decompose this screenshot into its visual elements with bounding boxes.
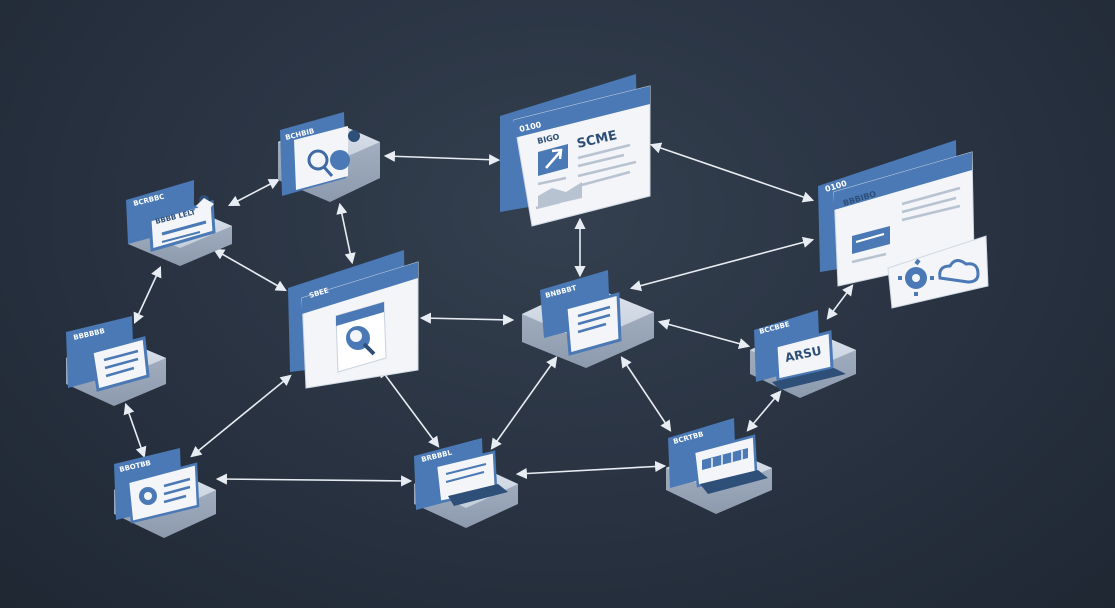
gear-cloud-icon	[898, 258, 980, 296]
node-left-mid[interactable]: BBBBBB	[66, 316, 166, 406]
connector	[133, 265, 162, 325]
node-right-mid[interactable]: BCCBBE ARSU	[750, 310, 856, 398]
connector	[228, 178, 280, 207]
connector	[378, 366, 440, 448]
search-person-icon	[307, 130, 360, 177]
connector	[515, 460, 667, 480]
connector	[490, 356, 558, 450]
text-lines	[851, 186, 961, 264]
node-top-center[interactable]: 0100 BIGO SCME	[500, 74, 651, 227]
connector	[649, 142, 815, 203]
connector	[383, 150, 501, 166]
document-icon	[126, 462, 200, 524]
connector	[419, 312, 515, 326]
magnifier-icon	[346, 326, 376, 356]
arrow-up-right-icon	[538, 144, 568, 176]
node-center[interactable]: BNBBBT	[522, 270, 654, 368]
connector	[213, 248, 287, 292]
node-bottom-left[interactable]: BBOTBB	[114, 448, 216, 538]
document-icon	[90, 336, 150, 392]
connector	[657, 318, 751, 350]
connector	[746, 390, 782, 432]
connector	[190, 374, 292, 458]
card-icon	[148, 200, 216, 252]
laptop-icon	[692, 434, 768, 494]
connector	[620, 356, 672, 432]
node-top-left[interactable]: BCHBIB	[278, 112, 380, 202]
connector	[336, 202, 356, 265]
connector	[629, 236, 815, 292]
node-center-left[interactable]: SBEE	[288, 250, 419, 389]
node-left-upper[interactable]: BCRBBC BBBB LELT	[126, 180, 232, 266]
text-lines	[535, 143, 637, 210]
laptop-icon	[772, 330, 846, 390]
node-right-top[interactable]: 0100 BBBIBO	[818, 140, 989, 309]
connector	[826, 284, 854, 320]
node-bottom-right[interactable]: BCRTBB	[666, 418, 772, 514]
connector-group	[123, 142, 854, 487]
document-icon	[564, 292, 622, 356]
node-bottom-mid[interactable]: BRBBBL	[414, 438, 518, 528]
connector	[215, 473, 413, 487]
laptop-icon	[434, 450, 508, 506]
connector	[123, 402, 147, 459]
